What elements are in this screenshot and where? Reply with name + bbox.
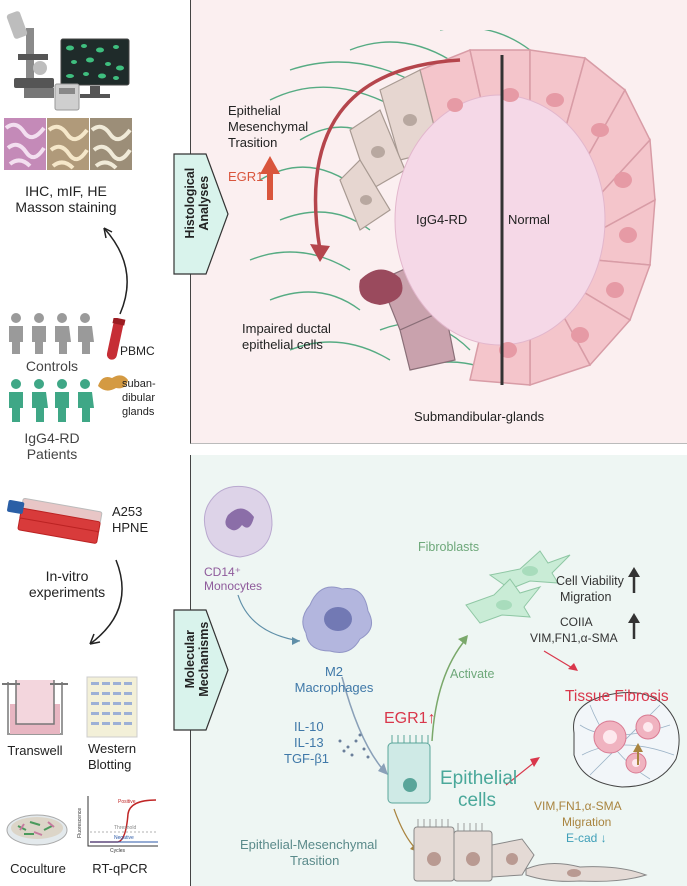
monitor-icon bbox=[60, 38, 130, 98]
emt-bottom-label-2: Trasition bbox=[290, 853, 340, 868]
western-label-1: Western bbox=[88, 741, 137, 756]
pbmc-label: PBMC bbox=[120, 344, 155, 358]
molecular-panel bbox=[190, 455, 687, 886]
stain-label-2: Masson staining bbox=[15, 199, 117, 215]
igg4-label: IgG4-RD bbox=[416, 212, 468, 227]
curved-arrow-up-icon bbox=[103, 227, 128, 315]
viability-label-1: Cell Viability bbox=[556, 574, 624, 588]
histological-label-2: Analyses bbox=[196, 175, 211, 231]
controls-label: Controls bbox=[25, 358, 79, 374]
transwell-label: Transwell bbox=[7, 743, 63, 758]
egr1-top-label: EGR1 bbox=[228, 169, 264, 184]
cytokine-label-3: TGF-β1 bbox=[284, 751, 330, 766]
culture-flask-icon bbox=[7, 497, 103, 544]
pcr-yaxis-label: Fluorescence bbox=[77, 807, 84, 838]
emt-markers-label-3: E-cad ↓ bbox=[566, 831, 607, 845]
pcr-curve-icon bbox=[87, 796, 158, 847]
gland-illustration bbox=[249, 30, 656, 387]
impaired-label-1: Impaired ductal bbox=[242, 321, 331, 336]
patients-people-icon bbox=[9, 379, 94, 422]
controls-people-icon bbox=[9, 313, 94, 354]
glands-label-1: suban- bbox=[122, 378, 156, 390]
fibroblasts-label: Fibroblasts bbox=[418, 540, 480, 554]
epithelial-label-2: cells bbox=[458, 790, 497, 811]
macrophages-label-2: Macrophages bbox=[294, 680, 374, 695]
emt-label-3: Trasition bbox=[228, 135, 278, 150]
markers-label-1: COIIA bbox=[560, 615, 593, 629]
microscope-icon bbox=[6, 11, 54, 98]
cell-line-2: HPNE bbox=[112, 520, 149, 535]
monocytes-label-1: CD14⁺ bbox=[204, 565, 242, 579]
rtqpcr-label: RT-qPCR bbox=[92, 861, 148, 876]
emt-markers-label-2: Migration bbox=[562, 815, 612, 829]
blood-tube-icon bbox=[106, 318, 126, 360]
lab-equipment-icon bbox=[54, 83, 80, 111]
emt-markers-label-1: VIM,FN1,α-SMA bbox=[534, 799, 622, 813]
viability-label-2: Migration bbox=[560, 590, 612, 604]
stain-thumbnails bbox=[4, 118, 132, 170]
glands-caption: Submandibular-glands bbox=[414, 409, 545, 424]
pcr-threshold-label: Threshold bbox=[114, 825, 137, 831]
histological-label-1: Histological bbox=[182, 167, 197, 239]
macrophages-label-1: M2 bbox=[324, 664, 344, 679]
mechanism-illustration bbox=[203, 485, 680, 882]
activate-label: Activate bbox=[450, 667, 495, 681]
monocytes-label-2: Monocytes bbox=[204, 579, 263, 593]
invitro-label-1: In-vitro bbox=[45, 568, 89, 584]
pcr-positive-label: Positive bbox=[118, 799, 136, 805]
emt-label-2: Mesenchymal bbox=[228, 119, 309, 134]
impaired-label-2: epithelial cells bbox=[242, 337, 323, 352]
molecular-tab bbox=[173, 609, 229, 731]
pcr-negative-label: Negative bbox=[114, 835, 134, 841]
western-label-2: Blotting bbox=[88, 757, 132, 772]
cytokine-label-1: IL-10 bbox=[294, 719, 324, 734]
glands-label-3: glands bbox=[122, 406, 155, 418]
emt-bottom-label-1: Epithelial-Mesenchymal bbox=[240, 837, 378, 852]
patients-label-2: Patients bbox=[26, 446, 78, 462]
transwell-icon bbox=[2, 680, 68, 735]
cell-line-1: A253 bbox=[112, 504, 143, 519]
culture-dish-icon bbox=[6, 814, 68, 846]
emt-label-1: Epithelial bbox=[228, 103, 281, 118]
histological-tab-text: Histological Analyses bbox=[174, 156, 211, 272]
tissue-fibrosis-label: Tissue Fibrosis bbox=[565, 688, 669, 705]
curved-arrow-down-icon bbox=[89, 559, 123, 645]
pcr-xaxis-label: Cycles bbox=[110, 848, 126, 854]
coculture-label: Coculture bbox=[10, 861, 66, 876]
left-column: IHC, mIF, HE Masson staining PBMC Contro… bbox=[0, 0, 190, 886]
cytokine-label-2: IL-13 bbox=[294, 735, 324, 750]
histological-tab bbox=[173, 153, 229, 275]
gland-tissue-icon bbox=[98, 375, 128, 391]
egr1-bottom-label: EGR1↑ bbox=[384, 710, 436, 727]
patients-label-1: IgG4-RD bbox=[24, 430, 80, 446]
stain-label-1: IHC, mIF, HE bbox=[25, 183, 107, 199]
normal-label: Normal bbox=[508, 212, 550, 227]
invitro-label-2: experiments bbox=[28, 584, 106, 600]
glands-label-2: dibular bbox=[122, 392, 156, 404]
markers-label-2: VIM,FN1,α-SMA bbox=[530, 631, 618, 645]
western-blot-icon bbox=[86, 676, 138, 738]
epithelial-label-1: Epithelial bbox=[440, 768, 518, 789]
